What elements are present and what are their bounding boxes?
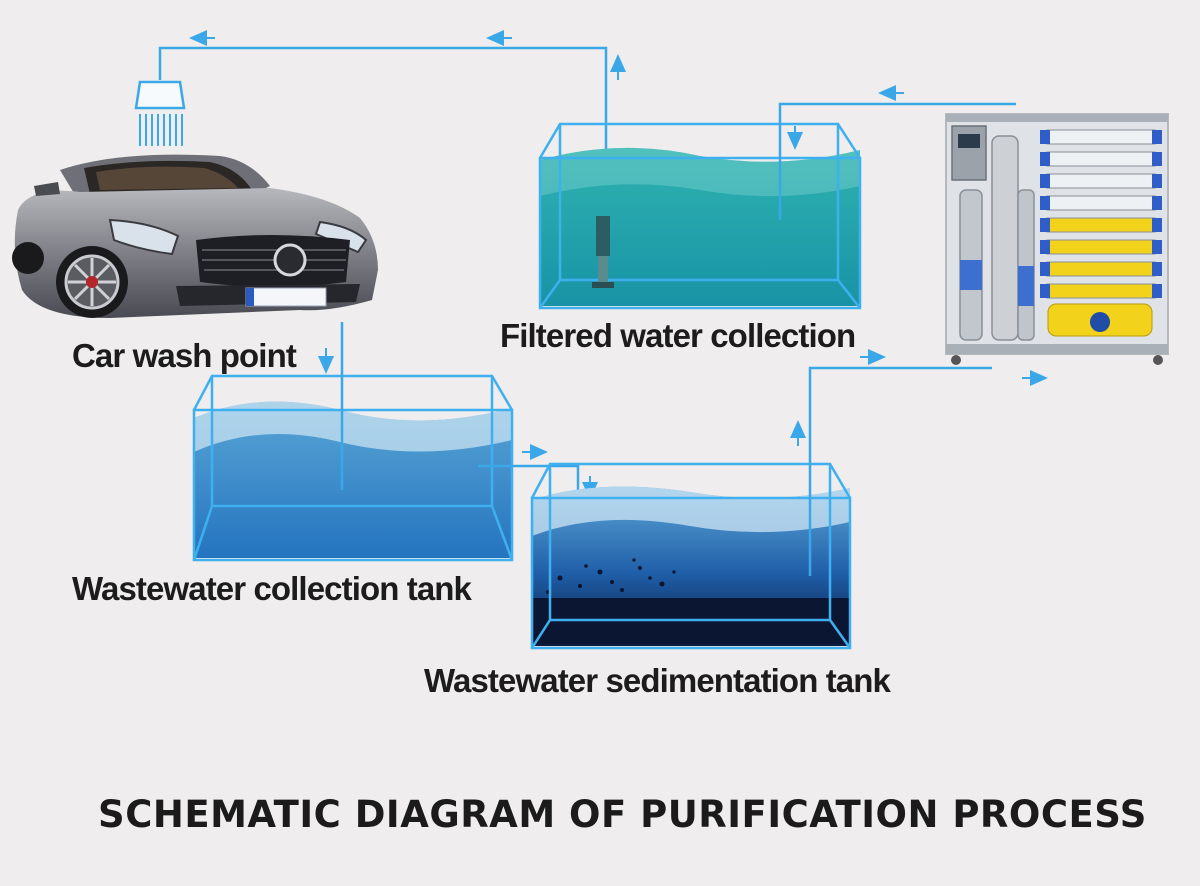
shower-head-icon [134,80,186,146]
flow-arrow-icon [189,30,626,80]
pump-icon [592,216,614,288]
filtered-water-tank [538,122,862,310]
wastewater-collection-tank [192,374,514,562]
purification-machine-icon [945,113,1169,365]
purified-water-pipe [778,102,1016,220]
wastewater-sedimentation-tank [530,462,852,650]
diagram-caption: SCHEMATIC DIAGRAM OF PURIFICATION PROCES… [98,793,1147,836]
car-wash-point-label: Car wash point [72,337,297,374]
wastewater-sedimentation-tank-label: Wastewater sedimentation tank [424,662,891,699]
filtered-water-collection-label: Filtered water collection [500,317,856,354]
flow-arrow-icon [790,349,1048,446]
flow-arrow-icon [787,85,904,150]
car-icon [12,154,379,318]
flow-arrow-icon [522,444,598,500]
wastewater-collection-tank-label: Wastewater collection tank [72,570,472,607]
feed-pipe [808,366,992,576]
